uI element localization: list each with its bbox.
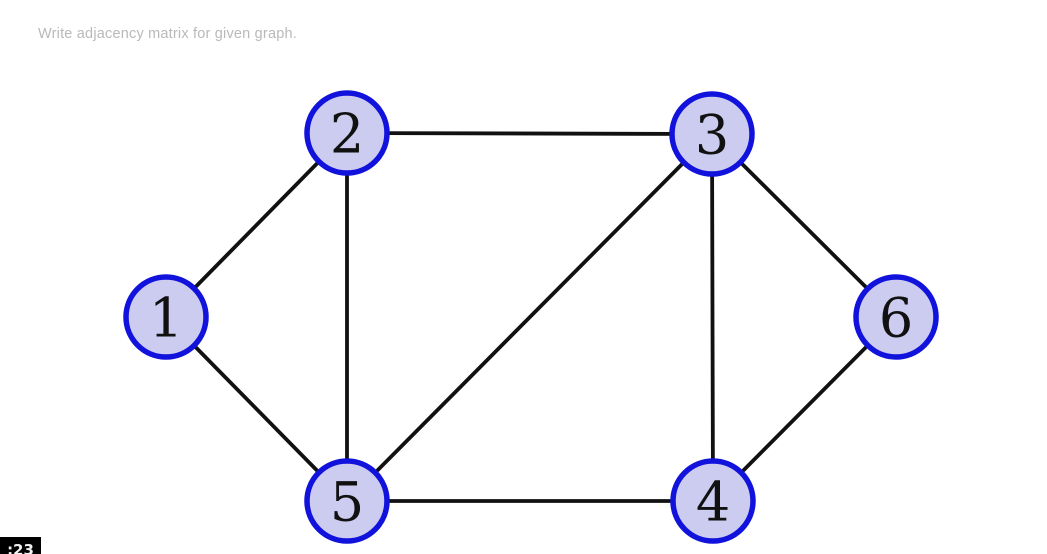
node-1: 1 bbox=[123, 274, 209, 360]
node-circle-4 bbox=[670, 458, 756, 544]
video-timestamp-text: :23 bbox=[7, 541, 34, 554]
edge-3-4 bbox=[710, 132, 715, 503]
node-circle-1 bbox=[123, 274, 209, 360]
edge-3-6 bbox=[710, 132, 898, 319]
node-4: 4 bbox=[670, 458, 756, 544]
edge-1-5 bbox=[164, 315, 349, 503]
edge-4-6 bbox=[711, 315, 898, 503]
node-circle-3 bbox=[669, 91, 755, 177]
node-circle-2 bbox=[304, 90, 390, 176]
node-circle-6 bbox=[853, 274, 939, 360]
node-label-4: 4 bbox=[696, 470, 730, 533]
node-6: 6 bbox=[853, 274, 939, 360]
edge-2-3 bbox=[345, 131, 714, 136]
edge-1-2 bbox=[164, 131, 349, 319]
node-label-5: 5 bbox=[330, 470, 364, 533]
edge-3-5 bbox=[345, 132, 714, 503]
node-circle-5 bbox=[304, 458, 390, 544]
node-label-2: 2 bbox=[330, 102, 364, 165]
node-5: 5 bbox=[304, 458, 390, 544]
node-label-6: 6 bbox=[879, 286, 913, 349]
video-timestamp-overlay: :23 bbox=[0, 537, 41, 554]
node-label-3: 3 bbox=[695, 103, 729, 166]
instruction-text: Write adjacency matrix for given graph. bbox=[38, 26, 297, 42]
node-2: 2 bbox=[304, 90, 390, 176]
node-3: 3 bbox=[669, 91, 755, 177]
node-label-1: 1 bbox=[149, 286, 183, 349]
